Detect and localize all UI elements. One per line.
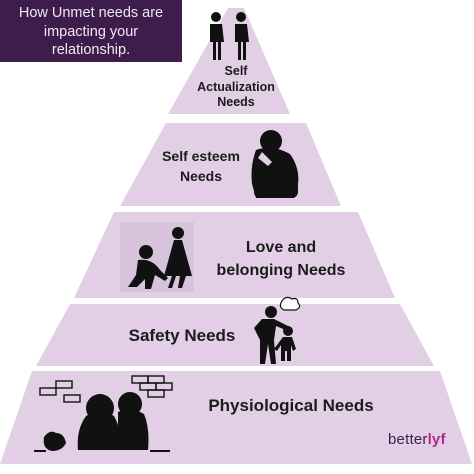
brand-text: better (388, 431, 428, 448)
love-belonging-line-2: belonging Needs (216, 262, 346, 279)
brand-accent: lyf (427, 431, 446, 448)
self-actualization-line-1: Self (224, 64, 248, 78)
self-actualization-line-3: Needs (217, 95, 255, 109)
title-line-3: relationship. (51, 42, 131, 58)
huddled-people-with-bricks-icon (34, 375, 173, 452)
title-line-2: impacting your (43, 23, 139, 40)
title-line-1: How Unmet needs are (18, 5, 164, 21)
physiological-line-1: Physiological Needs (208, 396, 374, 415)
person-head-in-hands-icon (251, 130, 299, 198)
brand-logo: betterlyf (388, 431, 446, 448)
title-banner: How Unmet needs are impacting your relat… (0, 0, 182, 62)
tier-label-safety: Safety Needs (114, 325, 250, 347)
self-esteem-line-1: Self esteem (162, 148, 240, 164)
tier-label-self-actualization: Self Actualization Needs (186, 64, 286, 111)
tier-safety (36, 304, 434, 366)
tier-self-actualization (168, 8, 290, 114)
tier-label-physiological: Physiological Needs (196, 395, 386, 417)
kneeling-man-and-walking-woman-icon (120, 222, 194, 292)
adult-scolding-child-icon (254, 296, 301, 364)
tier-physiological (0, 371, 472, 464)
two-standing-people-icon (210, 12, 249, 60)
love-belonging-line-1: Love and (245, 239, 317, 256)
self-actualization-line-2: Actualization (197, 79, 275, 94)
safety-line-1: Safety Needs (128, 326, 236, 345)
self-esteem-line-2: Needs (179, 168, 223, 184)
tier-label-love-belonging: Love and belonging Needs (206, 236, 356, 282)
tier-label-self-esteem: Self esteem Needs (146, 146, 256, 186)
